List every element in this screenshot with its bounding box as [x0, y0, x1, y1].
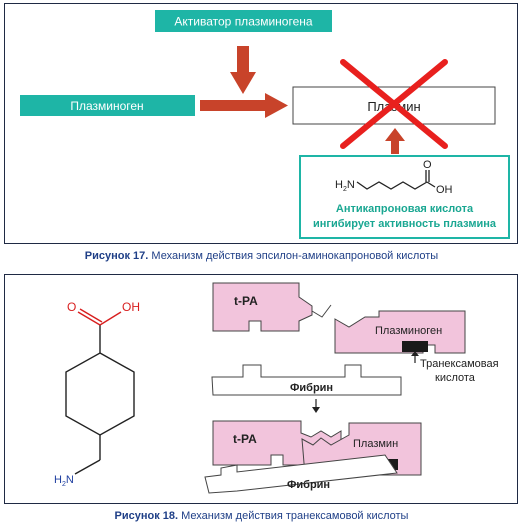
activator-box: [155, 10, 332, 32]
fibrin-strand-bottom: [204, 454, 398, 494]
figure-18-number: Рисунок 18.: [114, 510, 179, 522]
figure-18-panel: O OH H2N t-PA Плазминоген Транексамовая …: [4, 274, 518, 504]
binding-edge-top: [311, 304, 332, 318]
fibrin-label-bottom: Фибрин: [287, 479, 330, 491]
txa-label-line-1: Транексамовая: [420, 358, 499, 370]
figure-18-caption: Рисунок 18. Механизм действия транексамо…: [0, 510, 523, 522]
conversion-arrow-right: [200, 93, 288, 118]
figure-18-diagram: O OH H2N t-PA Плазминоген Транексамовая …: [54, 282, 499, 494]
figure-17-number: Рисунок 17.: [84, 250, 149, 262]
activation-arrow-down: [230, 46, 256, 94]
plasminogen-box: [20, 95, 195, 116]
hydroxyl-label: OH: [436, 184, 453, 196]
tpa-label-top: t-PA: [234, 294, 258, 308]
txa-arrow-head: [411, 351, 419, 356]
stage-arrow-head: [312, 407, 320, 413]
tpa-label-bottom: t-PA: [233, 432, 257, 446]
inhibition-arrow-up: [385, 128, 405, 154]
hydroxyl-label: OH: [122, 300, 140, 314]
amine-label: H2N: [54, 474, 74, 488]
carbonyl-oxygen-label: O: [423, 159, 432, 171]
plasminogen-label: Плазминоген: [375, 325, 442, 337]
figure-17-caption: Рисунок 17. Механизм действия эпсилон-ам…: [0, 250, 523, 262]
lysine-binding-site: [402, 341, 428, 352]
fibrin-strand-top: [211, 364, 402, 396]
amine-label: H2N: [335, 179, 355, 193]
tranexamic-acid-structure: O OH H2N: [54, 300, 140, 488]
txa-label-line-2: кислота: [435, 372, 476, 384]
figure-17-diagram: Активатор плазминогена Плазминоген Плазм…: [20, 10, 510, 239]
inhibitor-box: [299, 155, 510, 239]
inhibitor-line-2: ингибирует активность плазмина: [313, 218, 497, 230]
inhibitor-line-1: Антикапроновая кислота: [336, 203, 474, 215]
plasminogen-protein: [334, 310, 466, 354]
fibrin-label-top: Фибрин: [290, 382, 333, 394]
activator-label: Активатор плазминогена: [174, 15, 312, 29]
figure-17-panel: Активатор плазминогена Плазминоген Плазм…: [4, 3, 518, 244]
figure-17-caption-text: Механизм действия эпсилон-аминокапроново…: [151, 250, 439, 262]
inhibition-cross-icon: [340, 59, 448, 149]
plasmin-label: Плазмин: [353, 438, 398, 450]
carbonyl-oxygen-label: O: [67, 300, 76, 314]
tpa-protein-top: [212, 282, 313, 332]
plasminogen-label: Плазминоген: [70, 99, 143, 113]
figure-18-caption-text: Механизм действия транексамовой кислоты: [181, 510, 409, 522]
aminocaproic-acid-structure: H2N O OH: [335, 159, 453, 196]
